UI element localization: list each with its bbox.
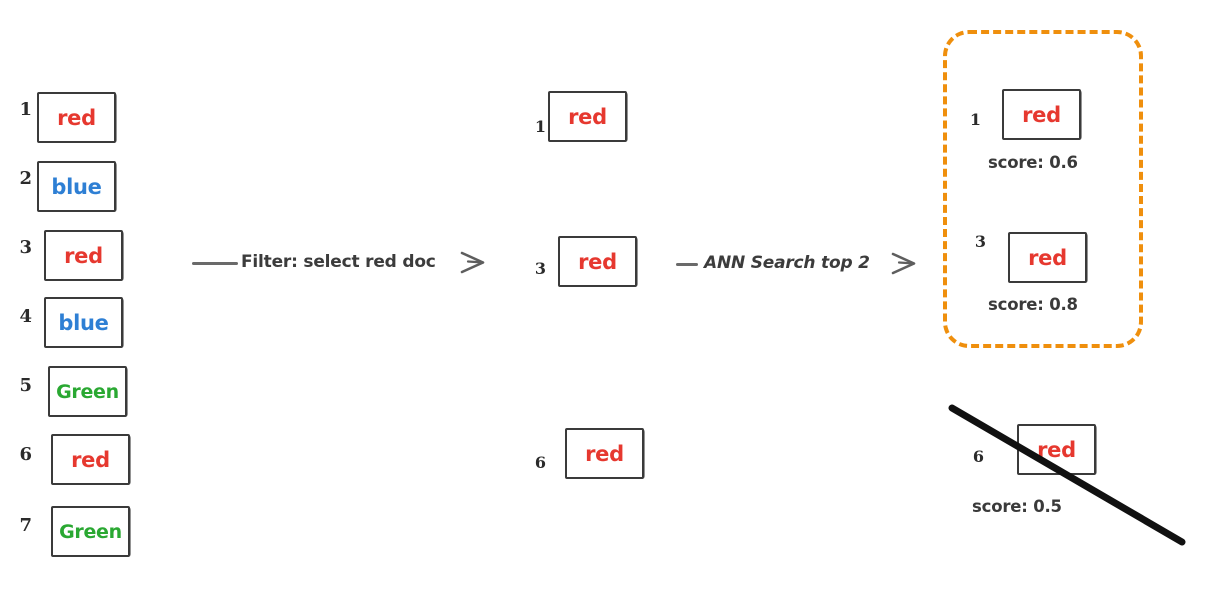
collection-doc-4[interactable]: blue (44, 297, 124, 348)
collection-doc-3-label: red (64, 243, 103, 268)
collection-index-3: 3 (19, 237, 32, 258)
rejected-score-6: score: 0.5 (972, 497, 1062, 516)
filtered-index-3: 3 (534, 259, 546, 278)
result-score-1: score: 0.6 (988, 153, 1078, 172)
result-doc-3-label: red (1028, 245, 1067, 270)
collection-doc-5[interactable]: Green (48, 366, 128, 417)
collection-index-5: 5 (19, 375, 32, 396)
collection-index-7: 7 (19, 515, 32, 536)
collection-doc-6-label: red (71, 447, 110, 472)
filtered-index-1: 1 (534, 117, 546, 136)
collection-doc-2[interactable]: blue (37, 161, 117, 212)
result-doc-1[interactable]: red (1002, 89, 1082, 140)
collection-doc-7-label: Green (59, 520, 122, 543)
filtered-index-6: 6 (534, 453, 546, 472)
collection-index-4: 4 (19, 306, 32, 327)
rejected-index-6: 6 (972, 447, 984, 466)
filtered-doc-6-label: red (585, 441, 624, 466)
collection-index-2: 2 (19, 168, 32, 189)
filter-arrow-line (192, 262, 238, 265)
collection-doc-1-label: red (57, 105, 96, 130)
collection-doc-7[interactable]: Green (51, 506, 131, 557)
collection-doc-6[interactable]: red (51, 434, 131, 485)
filtered-doc-6[interactable]: red (565, 428, 645, 479)
result-doc-1-label: red (1022, 102, 1061, 127)
filter-arrow-head-icon (460, 251, 485, 274)
search-arrow-head-icon (891, 252, 916, 275)
result-index-1: 1 (969, 110, 981, 129)
collection-doc-2-label: blue (51, 174, 102, 199)
collection-index-6: 6 (19, 444, 32, 465)
filtered-doc-1-label: red (568, 104, 607, 129)
collection-doc-5-label: Green (56, 380, 119, 403)
collection-doc-4-label: blue (58, 310, 109, 335)
filtered-doc-3-label: red (578, 249, 617, 274)
collection-index-1: 1 (19, 99, 32, 120)
search-arrow-line (676, 263, 698, 266)
search-arrow-label: ANN Search top 2 (704, 253, 870, 273)
filtered-doc-3[interactable]: red (558, 236, 638, 287)
top-results-highlight-box (943, 30, 1143, 348)
result-index-3: 3 (974, 232, 986, 251)
result-score-3: score: 0.8 (988, 295, 1078, 314)
collection-doc-1[interactable]: red (37, 92, 117, 143)
filtered-doc-1[interactable]: red (548, 91, 628, 142)
filter-arrow-label: Filter: select red doc (241, 252, 436, 272)
collection-doc-3[interactable]: red (44, 230, 124, 281)
result-doc-3[interactable]: red (1008, 232, 1088, 283)
